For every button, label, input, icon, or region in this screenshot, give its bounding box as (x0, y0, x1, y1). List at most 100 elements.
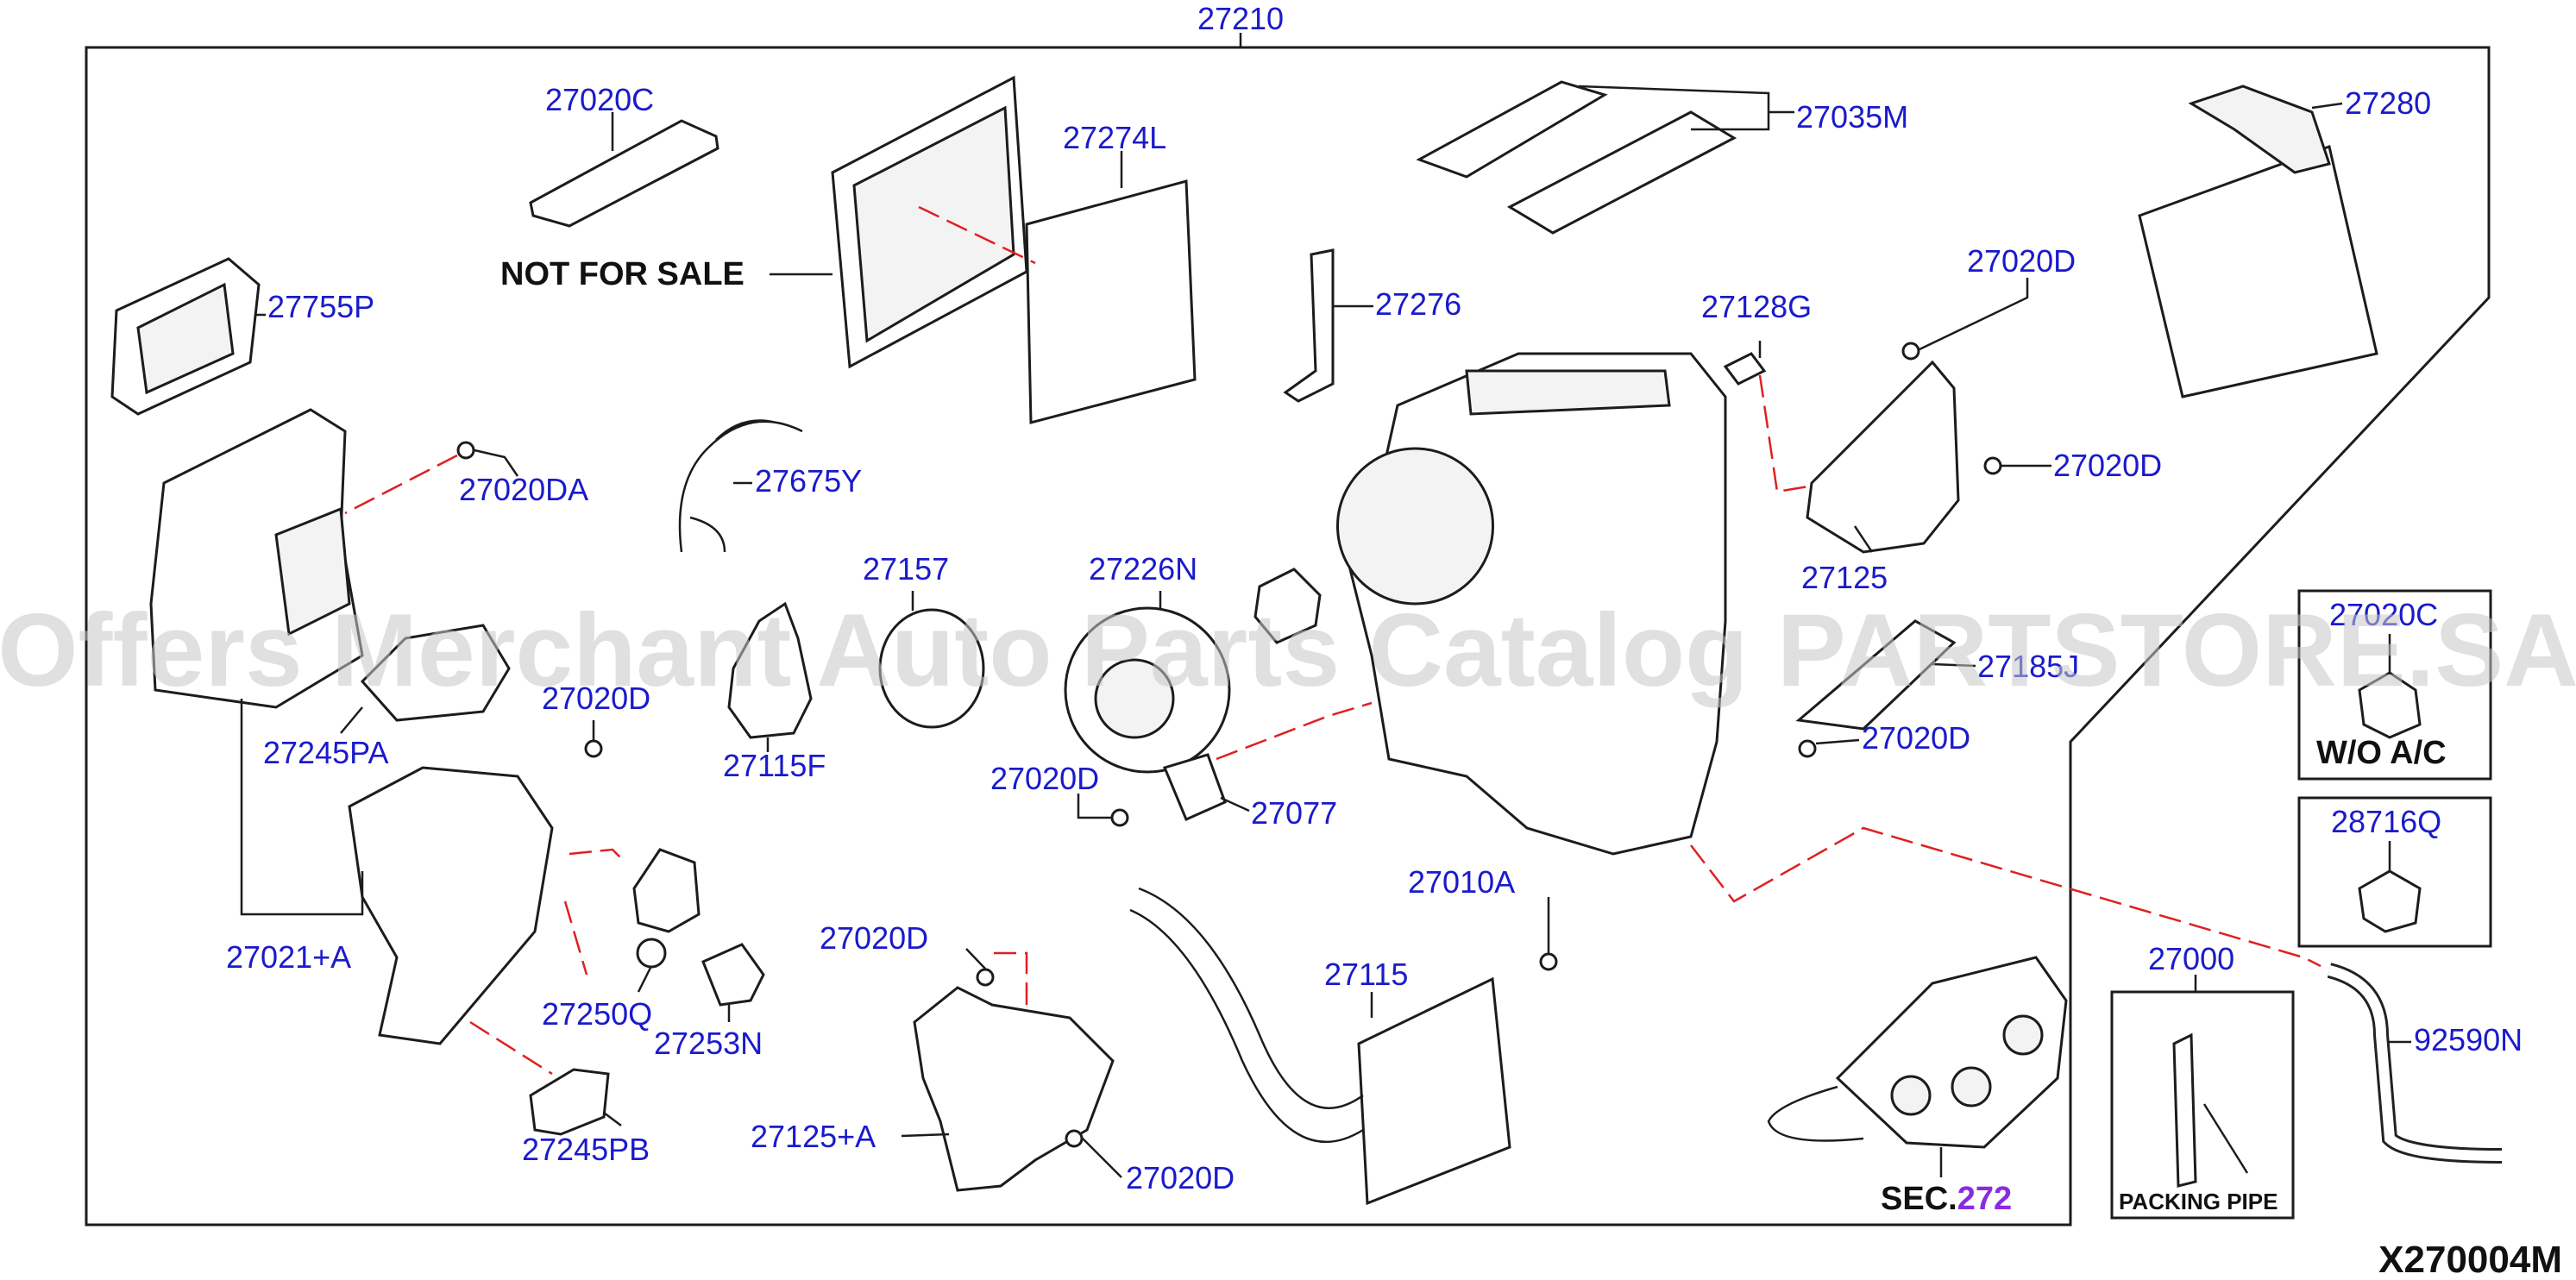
label-27675y[interactable]: 27675Y (755, 463, 862, 499)
label-27020d-f[interactable]: 27020D (820, 920, 928, 956)
part-92590n-hose[interactable] (2327, 963, 2503, 1164)
label-27226n[interactable]: 27226N (1089, 551, 1197, 587)
label-27020c-box[interactable]: 27020C (2329, 597, 2438, 632)
label-sec-272[interactable]: SEC.272 (1881, 1181, 2012, 1217)
label-27020d-g[interactable]: 27020D (1126, 1160, 1235, 1195)
leader-27020d-g (1082, 1138, 1122, 1178)
part-hvac-blower-port (1336, 447, 1494, 605)
part-27276-bracket[interactable] (1283, 248, 1335, 403)
part-27250q-actuator[interactable] (632, 848, 701, 933)
part-27115-heater-core[interactable] (1357, 976, 1511, 1206)
part-intake-grille (274, 506, 351, 637)
part-hvac-top-ports (1465, 369, 1671, 416)
label-27020d-c[interactable]: 27020D (542, 681, 650, 716)
part-27115f-duct[interactable] (727, 601, 813, 739)
part-control-knob-b (1951, 1066, 1992, 1107)
label-27020c-top[interactable]: 27020C (545, 82, 654, 117)
part-27245pa-filter-case[interactable] (360, 624, 511, 722)
leader-27020d-f (965, 948, 986, 969)
label-27020da[interactable]: 27020DA (459, 472, 588, 507)
label-27274l[interactable]: 27274L (1063, 120, 1166, 155)
label-27021a[interactable]: 27021+A (226, 939, 351, 975)
dash-27128g (1758, 374, 1830, 493)
leader-27035m (1578, 85, 1794, 131)
label-28716q[interactable]: 28716Q (2331, 804, 2441, 839)
assembly-frame (85, 46, 2491, 1227)
label-27035m[interactable]: 27035M (1796, 99, 1908, 135)
part-27020c-bracket[interactable] (529, 119, 719, 228)
label-27115[interactable]: 27115 (1324, 957, 1408, 992)
label-27755p[interactable]: 27755P (267, 289, 374, 324)
screw-27020d-f[interactable] (976, 968, 995, 987)
label-27185j[interactable]: 27185J (1977, 649, 2079, 684)
part-27185j-duct[interactable] (1795, 619, 1957, 731)
part-27675y-harness[interactable] (678, 419, 803, 553)
part-28716q-grommet[interactable] (2358, 869, 2422, 933)
screw-27020d-g[interactable] (1065, 1129, 1084, 1148)
leader-27020d-e (1815, 738, 1860, 745)
dash-92590n (1690, 826, 2322, 968)
label-27000[interactable]: 27000 (2148, 941, 2234, 976)
part-27035m-gasket-a[interactable] (1416, 80, 1608, 179)
part-27115-pipes[interactable] (1129, 887, 1364, 1144)
dash-27020d-f (994, 951, 1028, 1013)
part-27125-duct[interactable] (1806, 360, 1960, 554)
part-27245pb-grille[interactable] (529, 1068, 610, 1136)
screw-27020d-d[interactable] (1110, 808, 1129, 827)
part-control-harness (1767, 1085, 1864, 1142)
part-27274l-filter[interactable] (1025, 179, 1197, 424)
part-27077-resistor[interactable] (1162, 753, 1227, 821)
label-27115f[interactable]: 27115F (723, 748, 826, 783)
part-27253n-motor[interactable] (701, 943, 765, 1007)
leader-27077 (1220, 796, 1250, 813)
screw-27020d-a[interactable] (1901, 342, 1920, 361)
label-27020d-e[interactable]: 27020D (1862, 720, 1970, 756)
leader-27185j (1932, 662, 1976, 668)
part-27280-pipe (2188, 85, 2331, 174)
part-resistor-connector[interactable] (1253, 568, 1322, 644)
part-intake-housing[interactable] (149, 408, 364, 709)
label-27157[interactable]: 27157 (863, 551, 949, 587)
label-27128g[interactable]: 27128G (1701, 289, 1812, 324)
label-27280[interactable]: 27280 (2345, 85, 2431, 121)
part-panel-inner (852, 105, 1015, 343)
label-packing-pipe: PACKING PIPE (2119, 1189, 2278, 1214)
screw-27020d-e[interactable] (1798, 739, 1817, 758)
screw-27010a[interactable] (1539, 952, 1558, 971)
box-28716q (2297, 796, 2492, 948)
label-not-for-sale: NOT FOR SALE (500, 256, 745, 292)
label-27210[interactable]: 27210 (1197, 1, 1284, 36)
part-27125a-duct[interactable] (913, 986, 1115, 1192)
screw-27020da[interactable] (456, 441, 475, 460)
part-control-knob-c (2002, 1014, 2044, 1056)
part-27128g-clip[interactable] (1723, 352, 1767, 386)
leader-27020d-d (1077, 794, 1111, 819)
label-27125a[interactable]: 27125+A (751, 1119, 876, 1154)
part-27035m-gasket-b[interactable] (1506, 110, 1737, 235)
screw-27020d-b[interactable] (1983, 456, 2002, 475)
screw-27020d-c[interactable] (584, 739, 603, 758)
dash-27245pb (469, 1020, 553, 1076)
label-27020d-a[interactable]: 27020D (1967, 243, 2076, 279)
label-92590n[interactable]: 92590N (2414, 1022, 2523, 1057)
label-27125[interactable]: 27125 (1801, 560, 1888, 595)
leader-27021a (240, 699, 364, 916)
label-27250q[interactable]: 27250Q (542, 996, 652, 1032)
dash-27020da (344, 454, 458, 515)
part-27280-evaporator[interactable] (2138, 145, 2378, 398)
part-27755p-inner (136, 282, 235, 395)
label-27077[interactable]: 27077 (1251, 795, 1337, 831)
part-packing-pipe[interactable] (2172, 1032, 2197, 1188)
part-27157-motor[interactable] (878, 608, 985, 729)
label-27020d-d[interactable]: 27020D (990, 761, 1099, 796)
label-27276[interactable]: 27276 (1375, 286, 1461, 322)
part-27021a-duct[interactable] (348, 766, 554, 1045)
label-27010a[interactable]: 27010A (1408, 864, 1515, 900)
label-27245pa[interactable]: 27245PA (263, 735, 388, 770)
leader-27280 (2311, 102, 2343, 110)
label-27253n[interactable]: 27253N (654, 1026, 763, 1061)
part-27250q-link[interactable] (636, 938, 667, 969)
label-27020d-b[interactable]: 27020D (2053, 448, 2162, 483)
label-27245pb[interactable]: 27245PB (522, 1132, 650, 1167)
